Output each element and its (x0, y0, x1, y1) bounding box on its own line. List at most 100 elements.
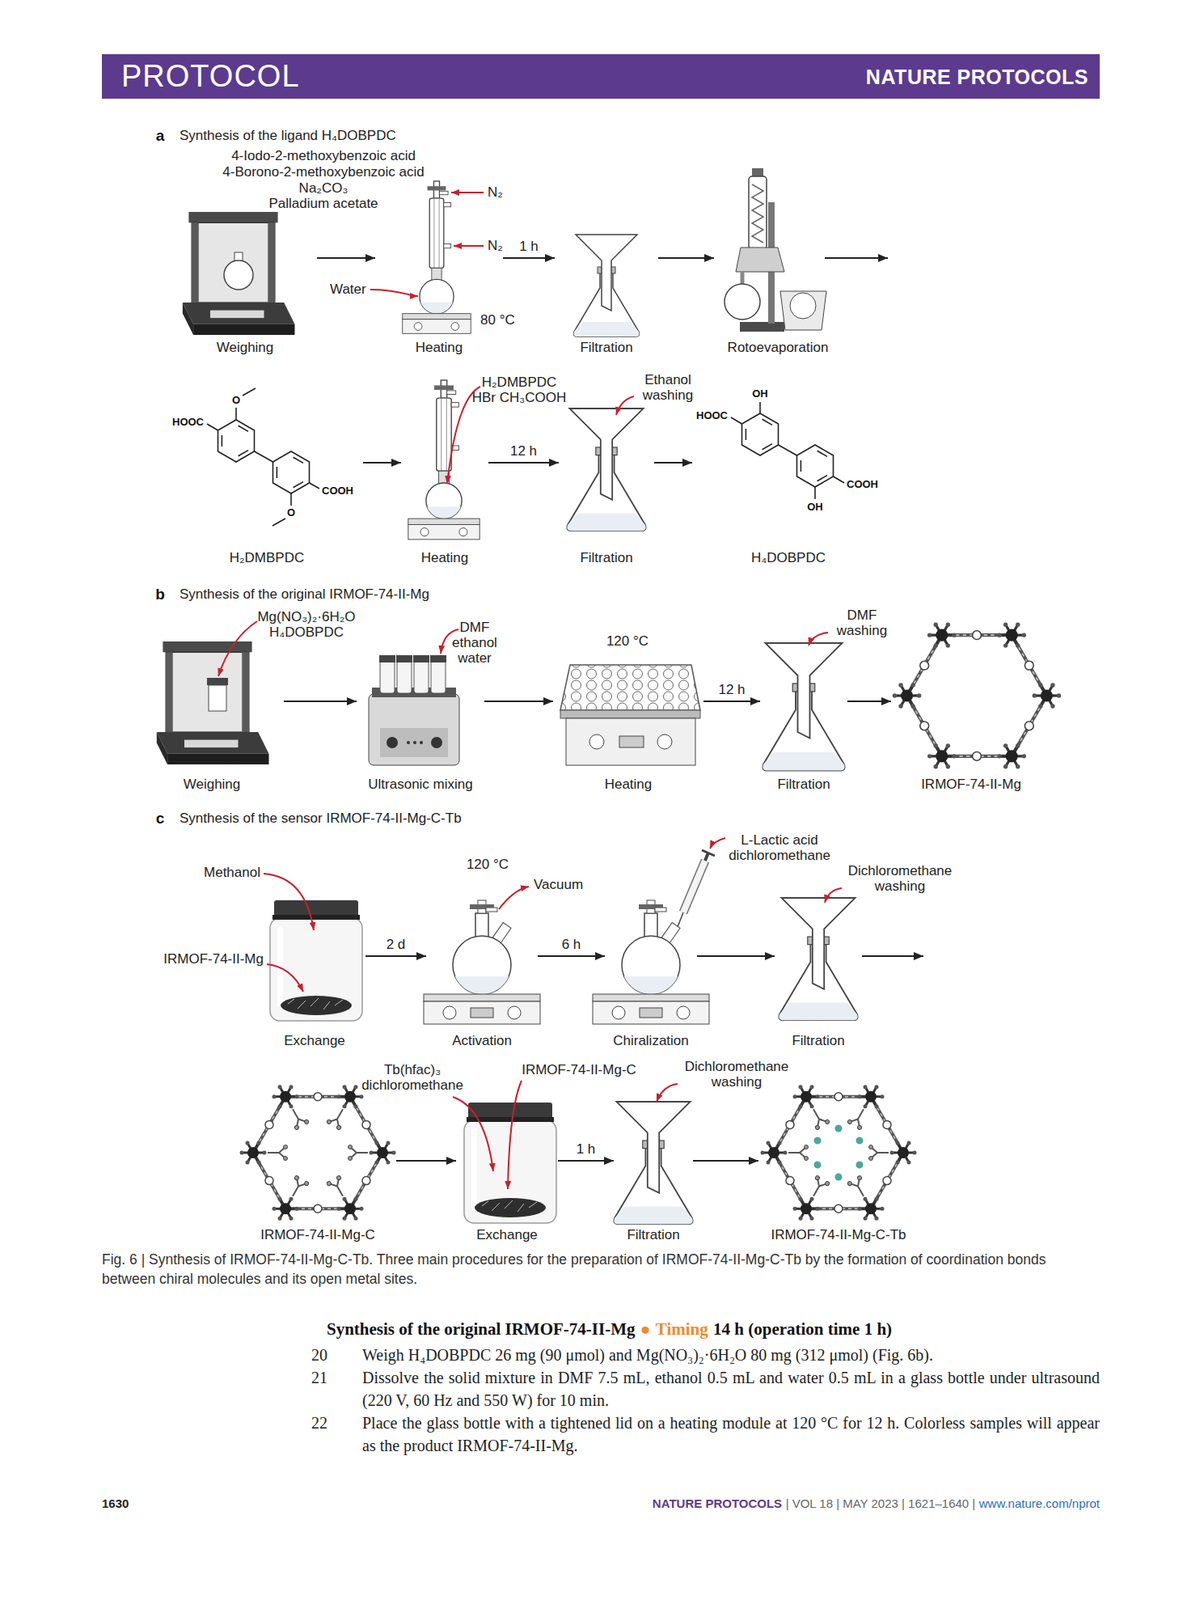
rotary-evaporator (748, 176, 767, 250)
step-stage: Filtration (616, 1051, 690, 1243)
temperature-label: 80 °C (480, 312, 516, 329)
panel-letter: b (155, 585, 165, 604)
ultrasonic-bath (368, 693, 460, 765)
stage-caption: Filtration (579, 549, 633, 567)
atom-label: COOH (321, 485, 354, 498)
reaction-flask (423, 899, 541, 1024)
stage-caption: IRMOF-74-II-Mg-C (260, 1226, 376, 1243)
ultrasonic-bath (380, 727, 448, 757)
atom-label: HOOC (696, 409, 728, 423)
atom-label: HOOC (172, 416, 204, 429)
stage-caption: Filtration (579, 339, 633, 356)
reagent-arrow (824, 887, 842, 903)
reagent-label: 4-Iodo-2-methoxybenzoic acid (231, 147, 416, 165)
heating-block (657, 734, 672, 749)
reagent-arrow (709, 837, 726, 849)
step-stage: Weighing (176, 194, 314, 356)
reflux-apparatus (408, 380, 480, 540)
stage-caption: Filtration (777, 776, 830, 793)
footer-issue: | VOL 18 | MAY 2023 | 1621–1640 | (785, 1495, 976, 1510)
wash-label: Dichloromethane washing (680, 1058, 794, 1090)
ultrasonic-bath (413, 654, 430, 663)
panel-letter: c (156, 809, 165, 828)
stage-caption: IRMOF-74-II-Mg-C-Tb (770, 1226, 906, 1243)
reagent-label: Palladium acetate (268, 195, 378, 212)
flow-arrow (396, 1159, 457, 1162)
stage-caption: Ultrasonic mixing (367, 776, 473, 793)
heating-block (589, 734, 605, 749)
analytical-balance (156, 641, 270, 765)
ultrasonic-bath (430, 654, 447, 663)
duration-label: 2 d (384, 936, 409, 952)
molecule-structure (759, 401, 761, 414)
mof-structure (348, 1144, 369, 1161)
ultrasonic-bath (413, 740, 417, 744)
page-number: 1630 (101, 1495, 129, 1510)
section-heading: Synthesis of the original IRMOF-74-II-Mg (326, 1318, 636, 1339)
duration-label: 1 h (574, 1140, 599, 1157)
molecule-structure (207, 423, 219, 431)
molecule-structure (742, 413, 779, 456)
reagent-arrow (808, 632, 829, 646)
filtration-funnel (574, 234, 640, 337)
ultrasonic-bath (397, 659, 412, 693)
filtration-funnel (574, 234, 640, 337)
panel-title: Synthesis of the sensor IRMOF-74-II-Mg-C… (179, 810, 462, 827)
step-stage: Activation (429, 840, 535, 1049)
molecule-structure (254, 451, 274, 462)
heating-block (560, 664, 701, 765)
solvent-label: water (457, 650, 492, 667)
step-stage: IRMOF-74-II-Mg (894, 602, 1048, 793)
rotary-evaporator (740, 271, 745, 285)
mof-structure (835, 1173, 843, 1181)
rotary-evaporator (751, 184, 764, 243)
step-stage: Filtration (561, 375, 651, 567)
ultrasonic-bath (379, 654, 396, 663)
filtration-funnel (566, 408, 646, 531)
mof-structure (854, 1135, 865, 1145)
text-row: Synthesis of the original IRMOF-74-II-Mg… (326, 1318, 892, 1340)
mof-structure (760, 1084, 917, 1221)
molecule-structure (778, 444, 798, 456)
filtration-funnel (778, 897, 858, 1020)
panel-title: Synthesis of the ligand H₄DOBPDC (179, 127, 397, 144)
mof-structure (847, 1174, 871, 1200)
atom-label: O (232, 394, 241, 407)
stage-caption: Filtration (626, 1226, 680, 1243)
wash-label: Ethanol washing (635, 371, 701, 403)
atom-label: O (287, 506, 296, 520)
step-stage: H₄DOBPDC (695, 375, 882, 567)
exchange-jar (270, 899, 363, 1021)
reagent-label: Mg(NO₃)₂·6H₂O (257, 608, 355, 626)
step-stage: Heating (404, 375, 486, 567)
step-stage: Filtration (763, 602, 845, 793)
stage-caption: Heating (421, 549, 469, 567)
molecule-structure (290, 493, 292, 506)
stage-caption: H₄DOBPDC (751, 549, 826, 567)
syringe (701, 849, 715, 856)
reagent-arrow (370, 289, 419, 296)
exchange-jar (270, 899, 363, 1021)
filtration-funnel (762, 642, 845, 771)
atom-label: OH (751, 388, 769, 401)
vacuum-label: Vacuum (533, 876, 583, 893)
solvent-label: DMF (460, 619, 491, 636)
mof-structure (854, 1159, 865, 1170)
duration-label: 12 h (507, 443, 540, 459)
mof-structure (326, 1105, 351, 1131)
analytical-balance (182, 211, 296, 335)
solvent-label: ethanol (452, 634, 498, 651)
ultrasonic-bath (406, 740, 410, 744)
reagent-label: 4-Borono-2-methoxybenzoic acid (222, 164, 424, 181)
duration-label: 6 h (559, 936, 584, 952)
reagent-arrow (453, 245, 484, 247)
rotary-evaporator (780, 291, 827, 330)
molecule-structure (814, 486, 816, 499)
reflux-apparatus (402, 181, 471, 334)
molecule-structure (797, 444, 834, 487)
mof-structure (812, 1159, 823, 1170)
flow-arrow (537, 954, 605, 957)
step-text: Dissolve the solid mixture in DMF 7.5 mL… (362, 1365, 1100, 1412)
stage-caption: H₂DMBPDC (229, 549, 305, 567)
